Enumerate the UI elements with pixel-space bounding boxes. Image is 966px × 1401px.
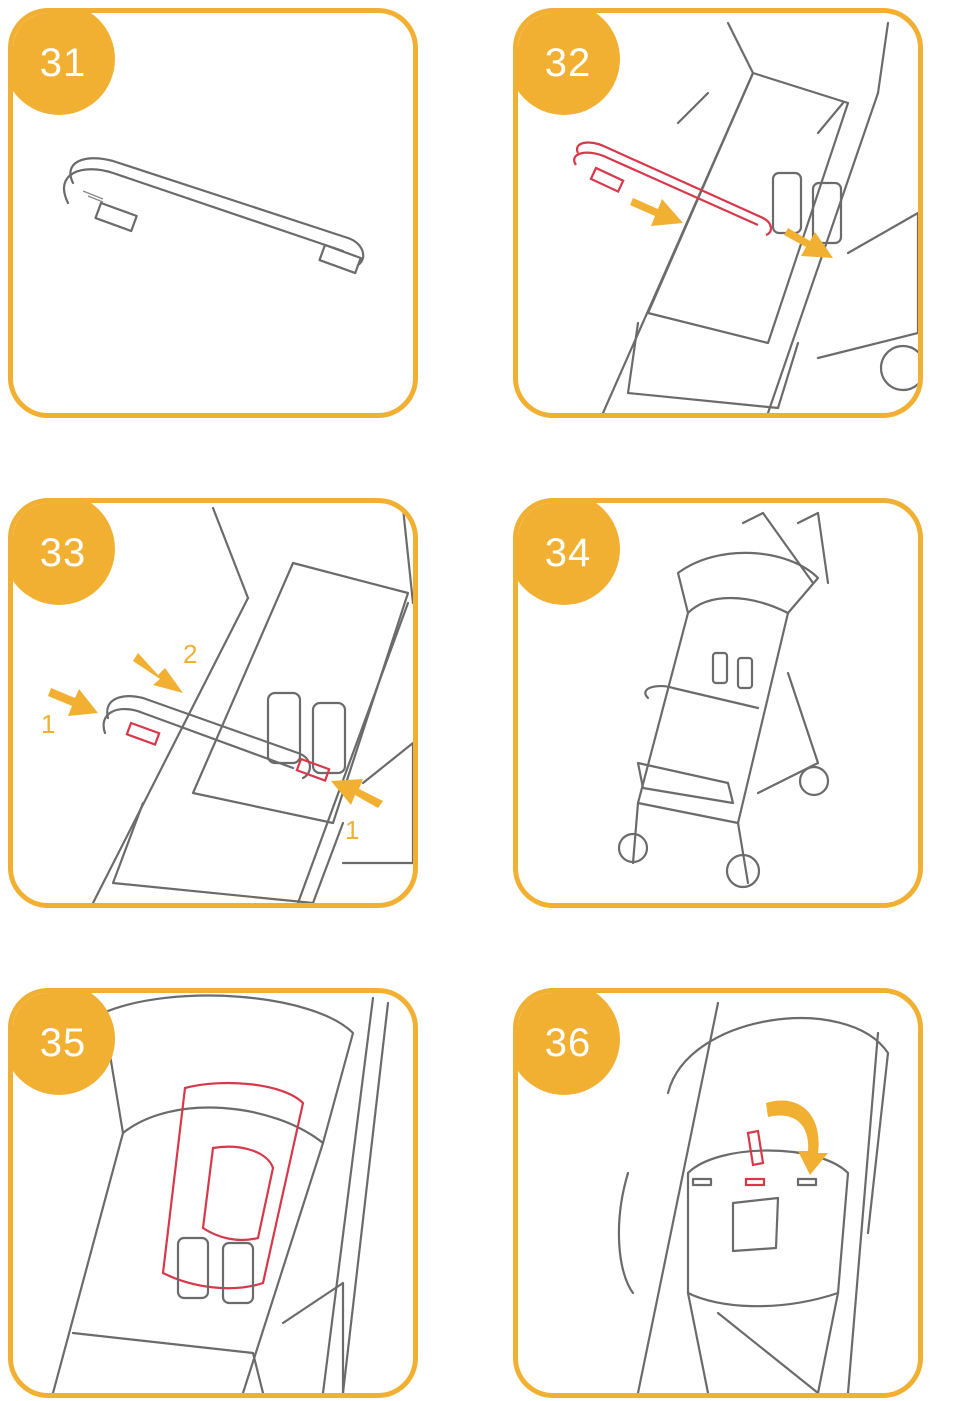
step-number-badge: 36 [518, 993, 620, 1095]
pull-arrow-icon [133, 653, 183, 693]
step-36-panel: 36 [513, 988, 923, 1398]
seat-liner-illustration [51, 994, 390, 1393]
squeeze-arrow-icon [48, 688, 98, 716]
bumper-bar-illustration [62, 157, 365, 275]
step-35-panel: 35 [8, 988, 418, 1398]
step-number-badge: 31 [13, 13, 115, 115]
step-label-1-right: 1 [345, 815, 360, 845]
step-label-2: 2 [183, 639, 198, 669]
detach-bumper-bar-illustration [48, 506, 413, 903]
insert-arrow-icon [784, 228, 833, 258]
step-33-panel: 33 2 1 1 [8, 498, 418, 908]
rear-storage-illustration [617, 1001, 890, 1393]
attach-bumper-bar-illustration [573, 21, 918, 413]
assembled-stroller-illustration [617, 511, 830, 889]
step-number-badge: 34 [518, 503, 620, 605]
insert-arrow-icon [630, 198, 683, 226]
fold-arrow-icon [766, 1100, 828, 1175]
step-label-1-left: 1 [41, 709, 56, 739]
squeeze-arrow-icon [331, 779, 383, 808]
step-number-badge: 32 [518, 13, 620, 115]
step-31-panel: 31 [8, 8, 418, 418]
step-number-badge: 33 [13, 503, 115, 605]
step-32-panel: 32 [513, 8, 923, 418]
step-number-badge: 35 [13, 993, 115, 1095]
step-34-panel: 34 [513, 498, 923, 908]
